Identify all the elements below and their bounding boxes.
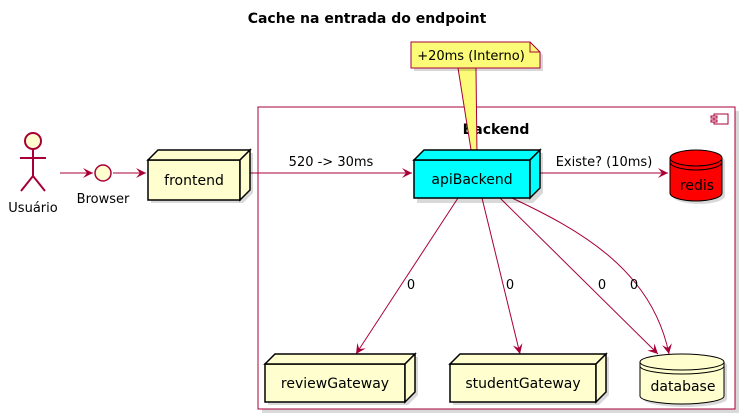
- node-label-studentgateway: studentGateway: [465, 376, 580, 392]
- db-redis: redis: [669, 149, 725, 204]
- package-label: Backend: [463, 122, 530, 138]
- node-reviewgateway: reviewGateway: [263, 352, 418, 405]
- edge-label-api-review: 0: [407, 278, 415, 293]
- db-label-redis: redis: [680, 178, 714, 194]
- edge-label-frontend-api: 520 -> 30ms: [289, 155, 374, 170]
- node-studentgateway: studentGateway: [448, 352, 609, 405]
- edge-label-api-student: 0: [506, 278, 514, 293]
- interface-browser: Browser: [77, 164, 130, 207]
- edges: [60, 168, 672, 355]
- actor-usuario: Usuário: [8, 132, 58, 216]
- node-label-frontend: frontend: [164, 173, 224, 189]
- edge-label-api-redis: Existe? (10ms): [556, 155, 653, 170]
- db-database: database: [639, 353, 727, 407]
- actor-label: Usuário: [8, 201, 57, 216]
- node-label-apibackend: apiBackend: [431, 172, 512, 188]
- diagram-title: Cache na entrada do endpoint: [248, 11, 487, 27]
- latency-note: +20ms (Interno): [410, 41, 543, 157]
- node-frontend: frontend: [146, 148, 253, 203]
- edge-api-student: [481, 197, 523, 355]
- edge-label-api-database-1: 0: [598, 278, 606, 293]
- edge-api-database-2: [511, 197, 672, 355]
- edge-api-database-1: [499, 197, 659, 355]
- component-icon: [710, 113, 729, 125]
- db-label-database: database: [651, 379, 716, 395]
- node-label-reviewgateway: reviewGateway: [281, 376, 389, 392]
- edge-api-review: [355, 197, 459, 355]
- edge-label-api-database-2: 0: [630, 278, 638, 293]
- node-apibackend: apiBackend: [412, 148, 543, 203]
- interface-label: Browser: [77, 192, 130, 207]
- note-text: +20ms (Interno): [417, 49, 525, 64]
